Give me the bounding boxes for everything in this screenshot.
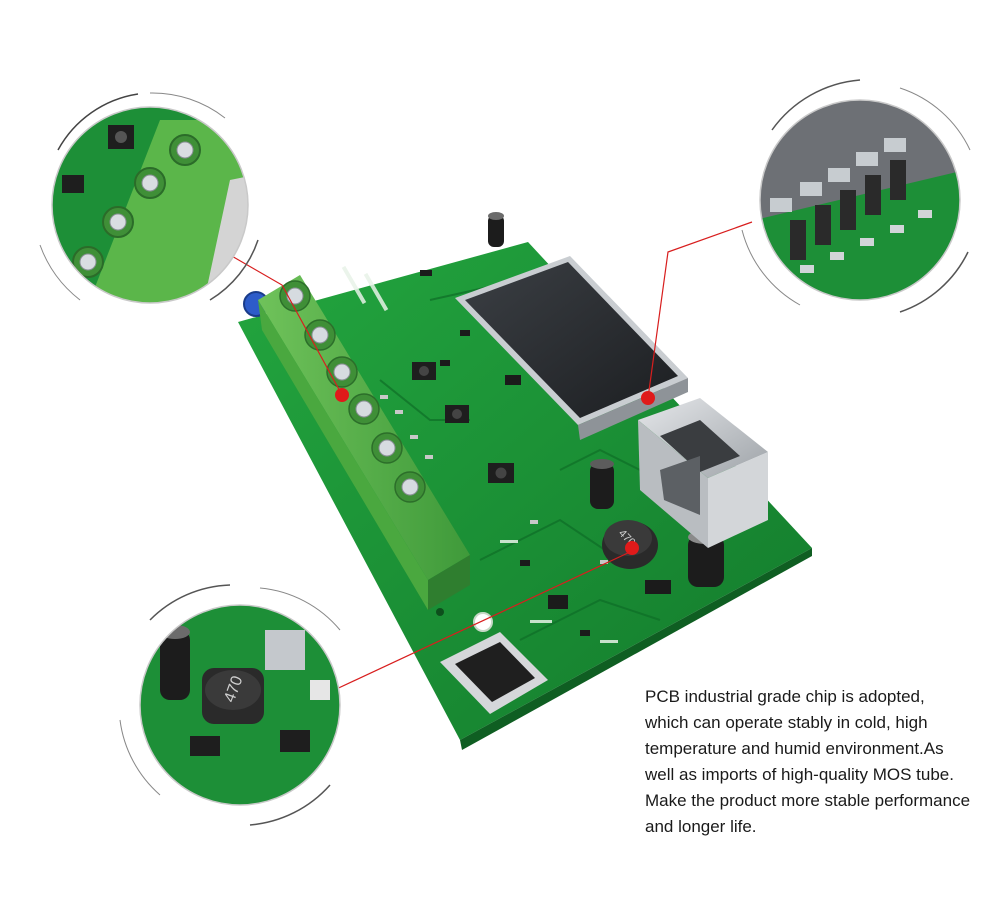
electrolytic-capacitors <box>488 212 724 587</box>
voltage-regulator <box>440 632 548 714</box>
zoom-circle-inductor: 470 <box>119 584 341 826</box>
description-line: which can operate stably in cold, high <box>645 713 928 732</box>
description-line: and longer life. <box>645 817 757 836</box>
description-line: Make the product more stable performance <box>645 791 971 810</box>
zoom-circle-mos-tubes <box>741 79 971 313</box>
callout-dot-inductor <box>625 541 639 555</box>
terminal-block <box>258 275 470 610</box>
lcd-display <box>455 256 688 440</box>
pcb-board <box>238 242 812 750</box>
usb-connector <box>638 398 768 548</box>
description-line: temperature and humid environment.As <box>645 739 944 758</box>
callout-lines <box>229 221 753 693</box>
tact-buttons <box>412 362 514 483</box>
description-line: PCB industrial grade chip is adopted, <box>645 687 925 706</box>
description-line: well as imports of high-quality MOS tube… <box>645 765 954 784</box>
zoom-circle-terminals <box>39 92 259 304</box>
product-description: PCB industrial grade chip is adopted, wh… <box>645 684 990 840</box>
